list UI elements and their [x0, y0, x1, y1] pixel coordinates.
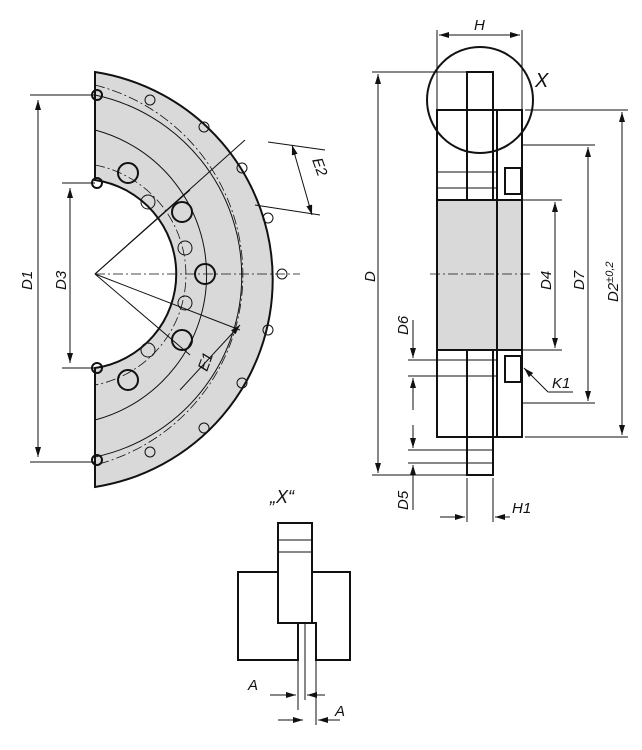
section-view: H X D D4 D7 D2±0,2 D6 K1 D5 H1	[362, 17, 628, 522]
label-A-bottom: A	[334, 703, 345, 720]
detail-title: „X“	[269, 487, 295, 507]
front-view: D1 D3 E2 E1	[19, 70, 331, 489]
screw-heads	[117, 162, 216, 391]
label-D5: D5	[395, 490, 412, 510]
label-H: H	[474, 17, 485, 34]
detail-circle	[426, 46, 534, 154]
label-A-top: A	[247, 677, 258, 694]
label-K1: K1	[552, 375, 570, 392]
label-D1: D1	[19, 271, 36, 290]
label-E1: E1	[195, 350, 217, 373]
label-D3: D3	[53, 270, 70, 290]
bolt-holes	[140, 94, 288, 458]
label-D7: D7	[571, 270, 588, 290]
label-D2: D2±0,2	[604, 261, 622, 302]
label-X: X	[534, 70, 549, 92]
label-D: D	[362, 271, 379, 282]
label-D4: D4	[538, 271, 555, 290]
detail-x-view: „X“ A A	[237, 487, 351, 725]
label-E2: E2	[308, 156, 330, 180]
label-H1: H1	[512, 500, 531, 517]
label-D6: D6	[395, 315, 412, 335]
